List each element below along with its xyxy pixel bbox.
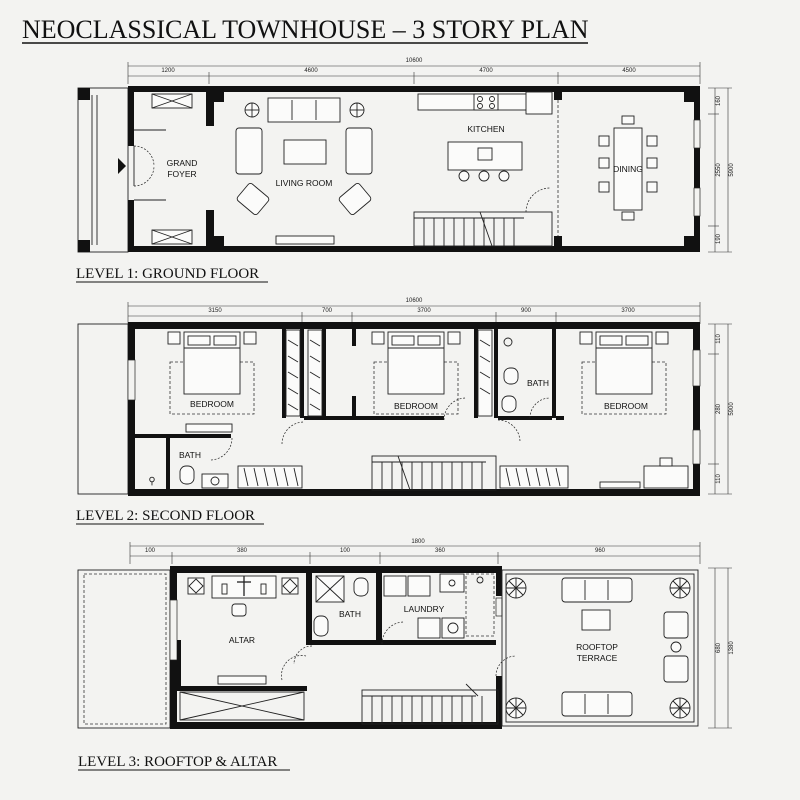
level-1-dim-right-2: 2550	[716, 163, 722, 177]
room-label-dining: DINING	[613, 164, 643, 174]
level-1-dim-right-1: 160	[716, 95, 722, 106]
level-1-dim-2: 4600	[304, 68, 318, 74]
room-label-laundry: LAUNDRY	[404, 604, 445, 614]
room-label-bedroom-3: BEDROOM	[604, 401, 648, 411]
level-1-plan: 10600 1200 4600 4700 4500 160 2550 190 5…	[77, 58, 735, 253]
level-3-dim-2: 380	[237, 548, 248, 554]
level-2-dim-right-1: 110	[716, 334, 722, 344]
room-label-bath-2f-left: BATH	[179, 450, 201, 460]
level-1-dim-1: 1200	[161, 68, 175, 74]
level-2-dim-2: 700	[322, 308, 333, 314]
level-2-dim-3: 3700	[417, 308, 431, 314]
level-1-label: LEVEL 1: GROUND FLOOR	[76, 266, 259, 282]
level-3-dim-3: 100	[340, 548, 351, 554]
level-2-label: LEVEL 2: SECOND FLOOR	[76, 508, 255, 524]
level-3-dim-right-1: 680	[716, 642, 722, 653]
level-3-dim-1: 100	[145, 548, 156, 554]
level-2-dim-5: 3700	[621, 308, 635, 314]
room-label-living-room: LIVING ROOM	[276, 178, 333, 188]
level-3-dim-right-total: 1380	[729, 641, 735, 655]
level-2-dim-right-3: 110	[716, 474, 722, 484]
planter-icon	[505, 577, 691, 719]
level-3-dim-4: 360	[435, 548, 446, 554]
level-1-dim-4: 4500	[622, 68, 636, 74]
level-2-plan: 10600 3150 700 3700 900 3700 110 280 110…	[77, 298, 735, 496]
level-3-dim-5: 960	[595, 548, 606, 554]
level-2-dim-4: 900	[521, 308, 532, 314]
level-1-dim-right-3: 190	[716, 233, 722, 244]
room-label-altar: ALTAR	[229, 635, 255, 645]
svg-text:⚲: ⚲	[148, 476, 155, 487]
room-label-bath-3f: BATH	[339, 609, 361, 619]
page-title: NEOCLASSICAL TOWNHOUSE – 3 STORY PLAN	[22, 15, 589, 44]
level-2-dim-right-total: 5900	[729, 402, 735, 416]
level-3-dim-total: 1800	[411, 539, 425, 545]
room-label-grand: GRAND	[167, 158, 198, 168]
level-2-dim-right-2: 280	[716, 403, 722, 414]
level-1-dim-3: 4700	[479, 68, 493, 74]
level-1-dim-total: 10600	[406, 58, 423, 64]
level-3-label: LEVEL 3: ROOFTOP & ALTAR	[78, 754, 277, 770]
decor-diamond-icon	[187, 577, 299, 595]
room-label-bath-2f-mid: BATH	[527, 378, 549, 388]
room-label-foyer: FOYER	[167, 169, 196, 179]
level-2-dim-1: 3150	[208, 308, 222, 314]
room-label-rooftop: ROOFTOP	[576, 642, 618, 652]
altar-cross-icon	[211, 575, 277, 599]
level-3-plan: 1800 100 380 100 360 960 680 1380	[77, 539, 735, 729]
room-label-bedroom-1: BEDROOM	[190, 399, 234, 409]
level-1-dim-right-total: 5900	[729, 163, 735, 177]
room-label-kitchen: KITCHEN	[467, 124, 504, 134]
room-label-terrace: TERRACE	[577, 653, 618, 663]
room-label-bedroom-2: BEDROOM	[394, 401, 438, 411]
level-2-dim-total: 10600	[406, 298, 423, 304]
